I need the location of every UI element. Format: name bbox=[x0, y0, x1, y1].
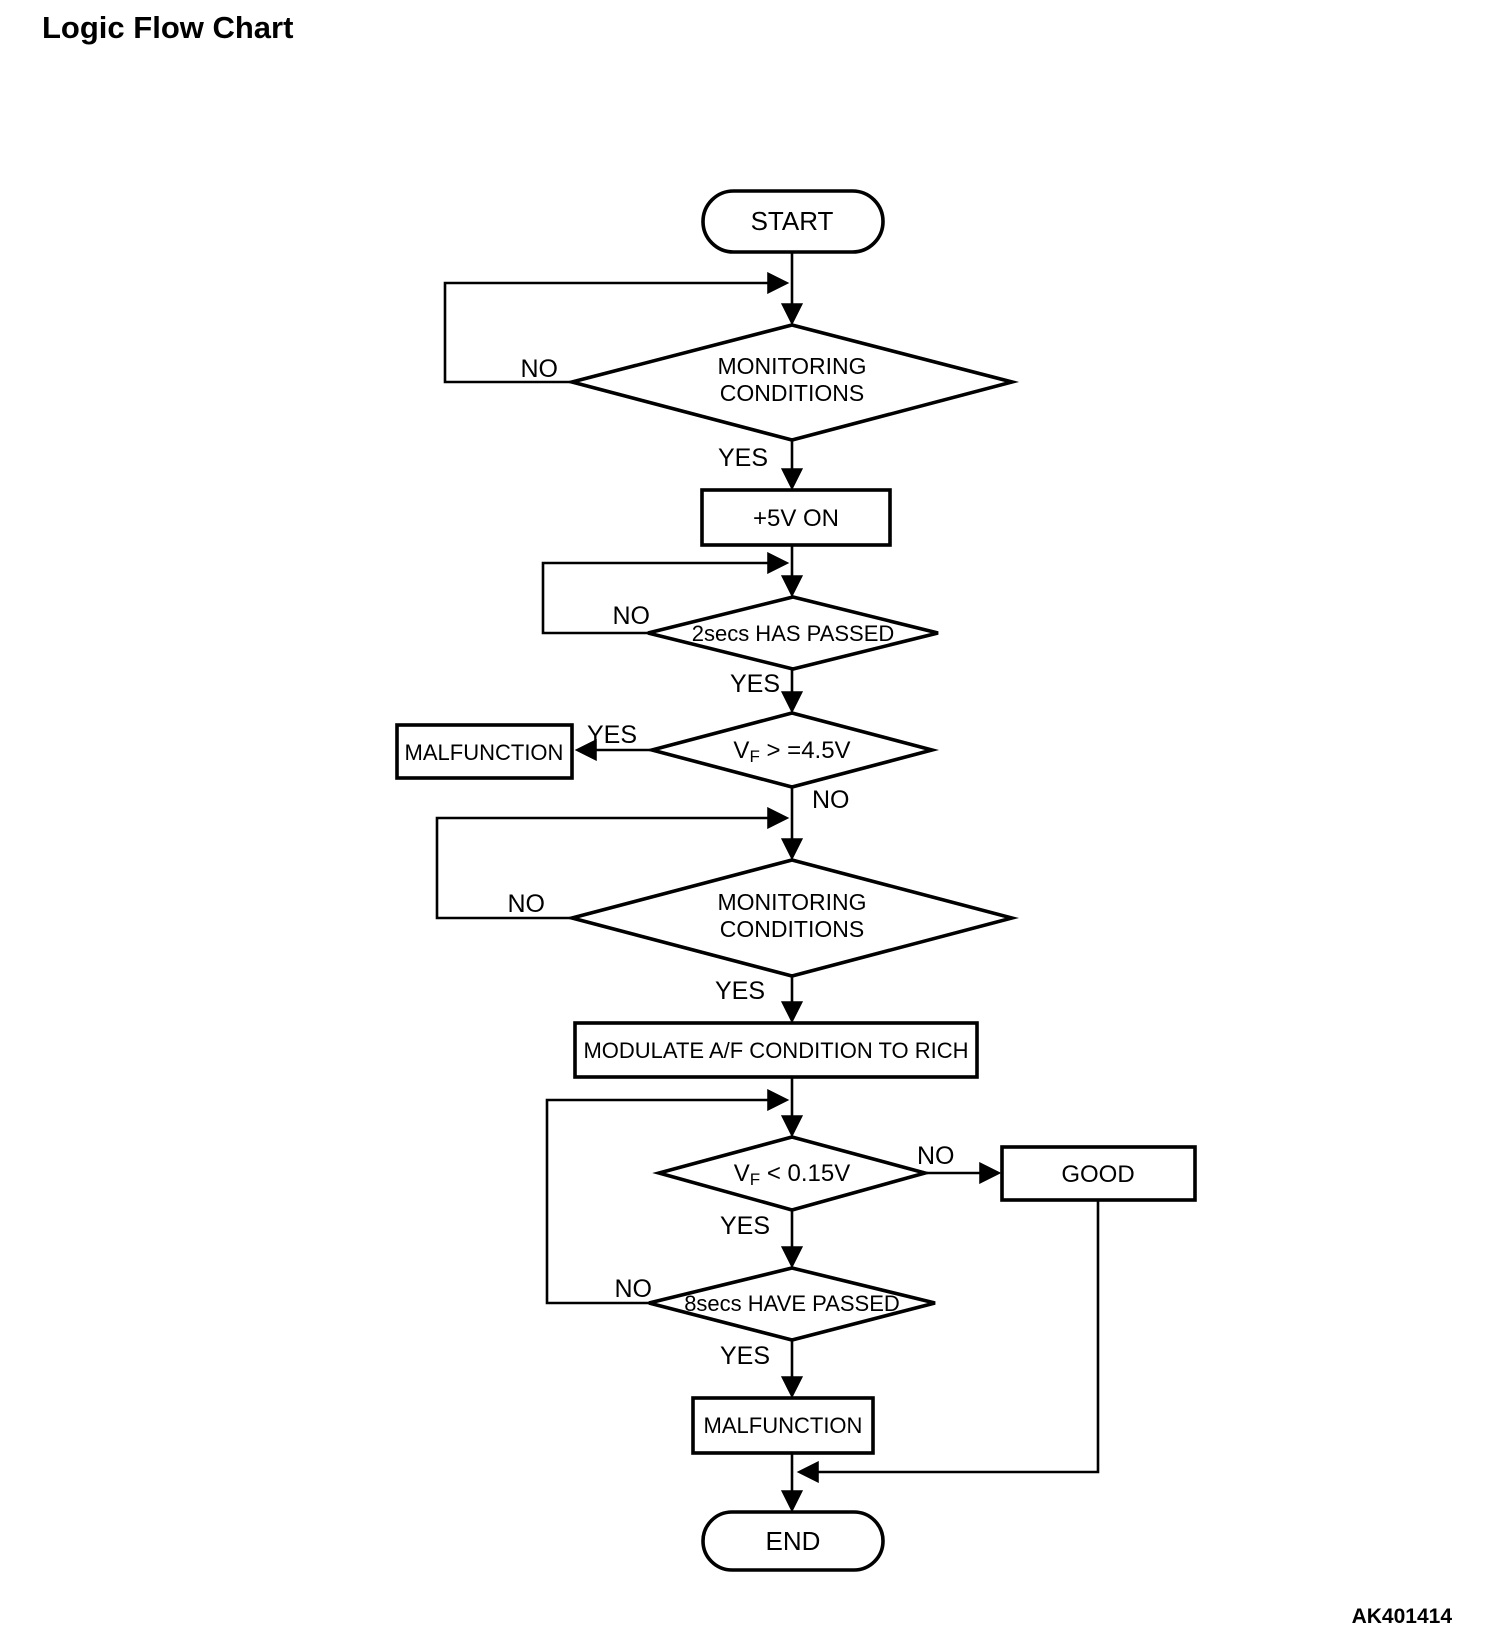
8secs-have-passed-diamond bbox=[648, 1266, 936, 1342]
branch-label-monitoring1-no: NO bbox=[521, 355, 559, 383]
flowchart-text: Logic Flow Chart START MONITORING CONDIT… bbox=[42, 10, 1452, 1628]
malfunction-1-box bbox=[395, 723, 574, 780]
branch-label-monitoring2-no: NO bbox=[508, 890, 546, 918]
branch-label-monitoring1-yes: YES bbox=[718, 444, 768, 472]
branch-label-vf015-no: NO bbox=[917, 1142, 955, 1170]
vf45-label: VF > =4.5V bbox=[733, 737, 850, 766]
vf-ge-4-5v-diamond bbox=[644, 711, 940, 789]
secs2-label: 2secs HAS PASSED bbox=[692, 621, 895, 646]
good-label: GOOD bbox=[1061, 1161, 1134, 1188]
malfunction2-label: MALFUNCTION bbox=[704, 1413, 863, 1438]
modulate-af-condition-box bbox=[573, 1021, 979, 1079]
edge-monitoring2-no-loop-arrow bbox=[435, 806, 790, 920]
start-terminator-shape bbox=[701, 189, 885, 254]
edge-secs2-no-loop-arrow bbox=[541, 551, 790, 635]
2secs-has-passed-diamond bbox=[647, 595, 939, 671]
monitoring-conditions-1-diamond bbox=[564, 323, 1020, 442]
edge-good-merge-arrow bbox=[796, 1200, 1100, 1484]
branch-label-vf45-yes: YES bbox=[587, 721, 637, 749]
edge-monitoring1-no-loop-arrow bbox=[443, 271, 790, 384]
plus5v-label: +5V ON bbox=[753, 505, 839, 532]
vf45-label-sub: F bbox=[749, 747, 759, 766]
figure-code: AK401414 bbox=[1352, 1605, 1453, 1628]
vf-lt-0-15v-diamond bbox=[652, 1135, 932, 1212]
branch-label-secs2-yes: YES bbox=[730, 670, 780, 698]
plus-5v-on-box bbox=[700, 488, 892, 547]
end-label: END bbox=[766, 1526, 821, 1556]
flowchart-edges bbox=[435, 252, 1100, 1513]
monitoring1-label-line1: MONITORING bbox=[717, 353, 866, 379]
secs8-label: 8secs HAVE PASSED bbox=[684, 1291, 900, 1316]
branch-label-vf45-no: NO bbox=[812, 786, 850, 814]
page-title: Logic Flow Chart bbox=[42, 10, 293, 45]
branch-label-secs2-no: NO bbox=[613, 602, 651, 630]
modulate-label: MODULATE A/F CONDITION TO RICH bbox=[583, 1038, 968, 1063]
good-box bbox=[1000, 1145, 1197, 1202]
monitoring2-label-line2: CONDITIONS bbox=[720, 916, 864, 942]
malfunction-2-box bbox=[691, 1396, 875, 1455]
monitoring-conditions-2-diamond bbox=[564, 858, 1020, 978]
end-terminator-shape bbox=[701, 1510, 885, 1572]
branch-label-secs8-no: NO bbox=[615, 1275, 653, 1303]
edge-secs8-no-loop-arrow bbox=[545, 1088, 790, 1305]
vf015-label-rest: < 0.15V bbox=[760, 1160, 850, 1187]
branch-label-monitoring2-yes: YES bbox=[715, 977, 765, 1005]
malfunction1-label: MALFUNCTION bbox=[405, 740, 564, 765]
monitoring1-label-line2: CONDITIONS bbox=[720, 380, 864, 406]
vf015-label-base: V bbox=[734, 1160, 750, 1187]
branch-label-vf015-yes: YES bbox=[720, 1212, 770, 1240]
vf015-label: VF < 0.15V bbox=[734, 1160, 850, 1189]
start-label: START bbox=[751, 206, 834, 236]
monitoring2-label-line1: MONITORING bbox=[717, 889, 866, 915]
vf45-label-base: V bbox=[733, 737, 749, 764]
flowchart-nodes bbox=[395, 189, 1197, 1572]
vf45-label-rest: > =4.5V bbox=[760, 737, 851, 764]
vf015-label-sub: F bbox=[750, 1170, 760, 1189]
branch-label-secs8-yes: YES bbox=[720, 1342, 770, 1370]
